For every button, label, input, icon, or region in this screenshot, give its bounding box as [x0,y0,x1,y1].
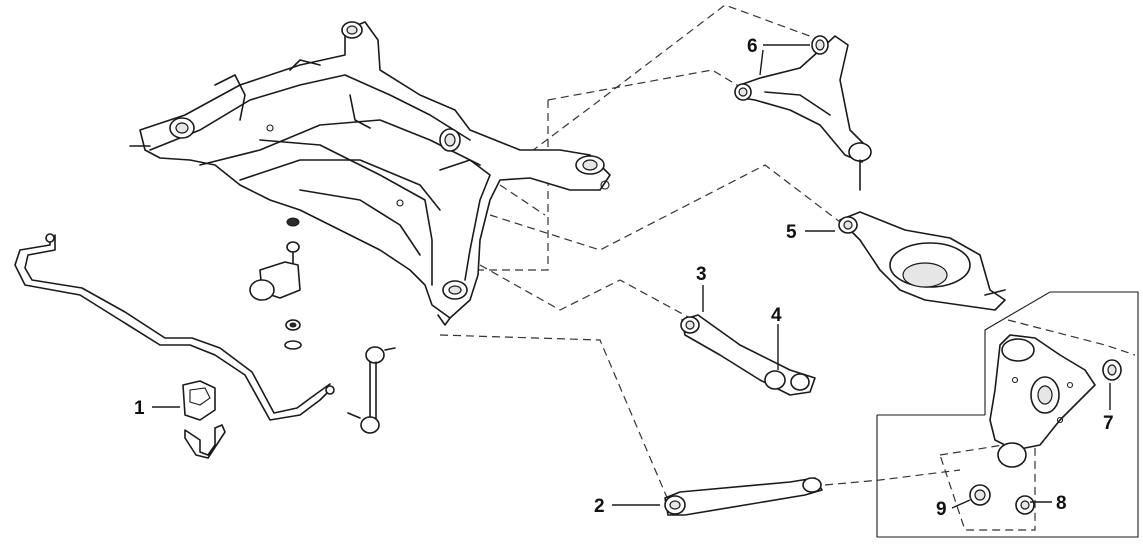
callout-3: 3 [696,264,707,285]
callout-7: 7 [1103,413,1114,434]
stabilizer-bushing [182,380,226,459]
toe-control-arm [680,314,816,396]
rear-subframe [129,21,611,326]
knuckle-bushing-9 [969,484,991,506]
upper-control-arm [734,35,872,191]
callout-1: 1 [134,398,145,419]
callout-4: 4 [771,305,782,326]
callout-8: 8 [1056,493,1067,514]
stabilizer-bar [14,233,335,421]
callout-6: 6 [747,36,758,57]
callout-5: 5 [786,222,797,243]
stabilizer-link-rod [347,346,396,434]
lateral-link [664,477,823,516]
lower-control-arm [838,211,1006,311]
callout-2: 2 [594,496,605,517]
callout-leaders [152,44,1111,509]
assembly-guide-lines [439,4,1139,538]
callout-9: 9 [936,499,947,520]
knuckle-bushing-8 [1015,495,1035,515]
callout-labels: 1 2 3 4 5 6 7 8 9 [134,36,1114,520]
knuckle-bushing-7 [1102,359,1122,381]
rear-knuckle [989,334,1096,468]
stabilizer-link-hardware [249,217,302,350]
